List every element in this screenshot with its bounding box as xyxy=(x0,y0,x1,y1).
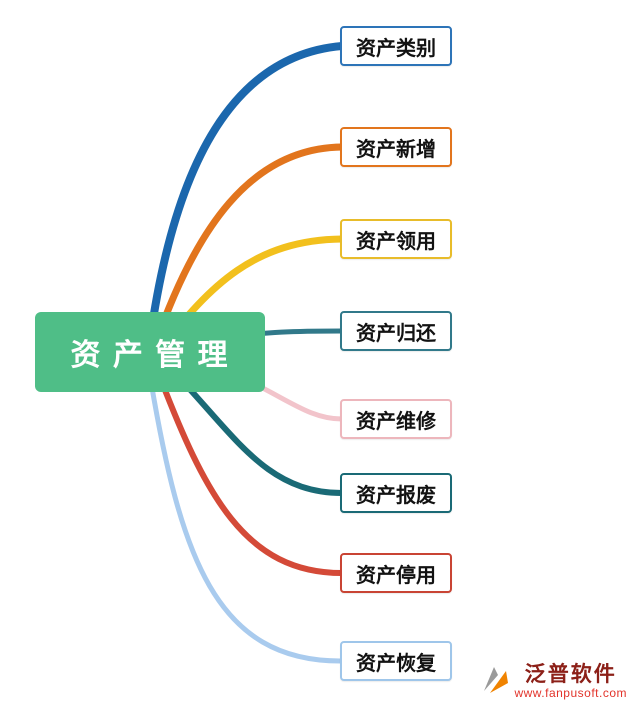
branch-label: 资产领用 xyxy=(356,230,436,253)
curve-asset-category xyxy=(146,42,346,344)
node-asset-add: 资产新增 xyxy=(340,127,452,167)
root-node-label: 资 产 管 理 xyxy=(70,339,230,372)
node-asset-return: 资产归还 xyxy=(340,311,452,351)
branch-label: 资产停用 xyxy=(356,564,436,587)
branch-label: 资产类别 xyxy=(356,37,436,60)
watermark: 泛普软件 www.fanpusoft.com xyxy=(480,663,627,700)
node-asset-scrap: 资产报废 xyxy=(340,473,452,513)
node-asset-category: 资产类别 xyxy=(340,26,452,66)
branch-label: 资产恢复 xyxy=(356,652,436,675)
curve-asset-scrap xyxy=(167,365,345,496)
branch-label: 资产报废 xyxy=(356,484,436,507)
branch-label: 资产维修 xyxy=(356,410,436,433)
watermark-url-text: www.fanpusoft.com xyxy=(514,685,627,700)
curve-asset-deactivate xyxy=(155,369,345,576)
branch-label: 资产新增 xyxy=(356,138,436,161)
curve-asset-restore xyxy=(147,373,345,664)
node-asset-requisition: 资产领用 xyxy=(340,219,452,259)
node-asset-deactivate: 资产停用 xyxy=(340,553,452,593)
node-asset-restore: 资产恢复 xyxy=(340,641,452,681)
root-node-asset-management: 资 产 管 理 xyxy=(35,312,265,392)
fanpu-logo-icon xyxy=(484,666,509,693)
watermark-brand-text: 泛普软件 xyxy=(524,662,617,686)
branch-label: 资产归还 xyxy=(356,322,436,345)
node-asset-repair: 资产维修 xyxy=(340,399,452,439)
curve-asset-add xyxy=(151,143,346,349)
